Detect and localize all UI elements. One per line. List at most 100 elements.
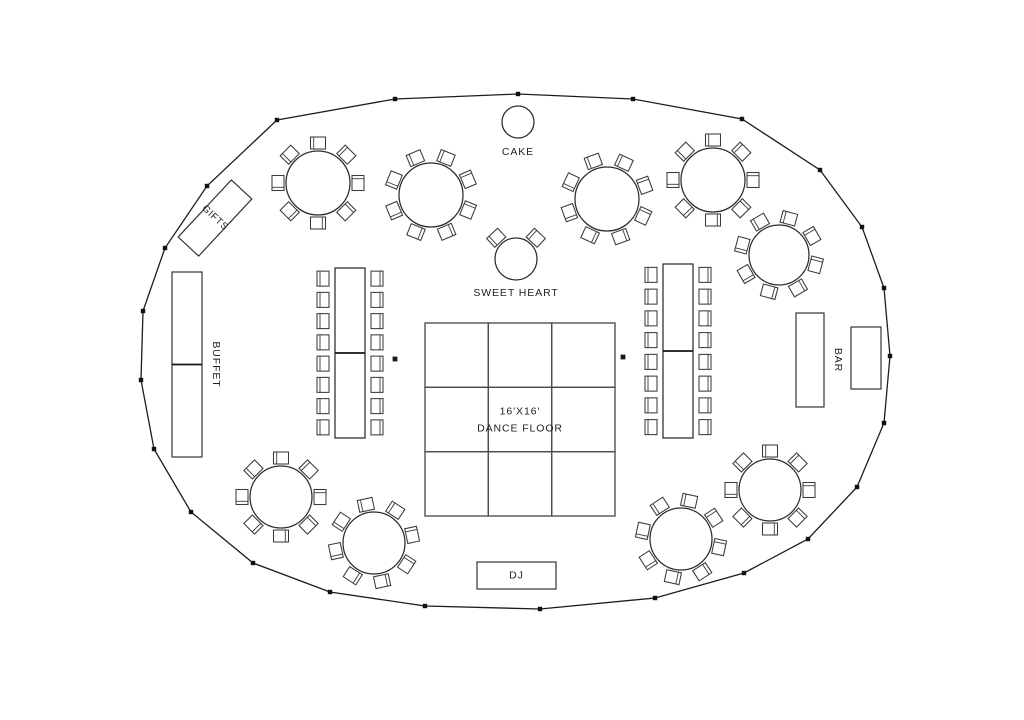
cake-table[interactable] [501, 105, 535, 139]
chair-seat [370, 291, 384, 308]
chair-back [359, 499, 364, 512]
banquet-tables-layer [316, 263, 712, 439]
floor-markers-layer [392, 354, 626, 362]
chair-banquet-left-R2 [370, 313, 384, 330]
chair-seat [730, 141, 752, 163]
chair-t2-0 [436, 148, 456, 167]
round-table-t2[interactable] [384, 148, 478, 242]
entry-right-furniture[interactable] [850, 326, 882, 390]
chair-t5-1 [802, 225, 822, 247]
chair-back [403, 556, 415, 565]
chair-seat [698, 397, 712, 414]
chair-seat [787, 507, 808, 528]
venue-vertex-5 [817, 167, 823, 173]
chair-seat [342, 565, 364, 586]
chair-t9-4 [761, 522, 779, 536]
chair-back [251, 523, 262, 533]
chair-t3-4 [610, 227, 631, 246]
round-table-t7[interactable] [327, 496, 421, 590]
chair-banquet-left-L7 [316, 419, 330, 436]
chair-seat [272, 451, 290, 465]
round-table-t9[interactable] [724, 444, 816, 536]
gifts-rect-group[interactable] [177, 179, 253, 257]
sweet-heart-table[interactable] [485, 227, 547, 281]
dj-rect [476, 561, 557, 590]
chair-t2-1 [458, 169, 477, 190]
chair-back [714, 541, 727, 545]
chair-seat [698, 419, 712, 436]
chair-seat [316, 419, 330, 436]
chair-t7-3 [396, 553, 417, 575]
chair-seat [644, 419, 658, 436]
chair-back [622, 229, 628, 241]
chair-seat [309, 216, 327, 230]
round-table-t1[interactable] [271, 136, 365, 230]
table-top [285, 150, 351, 216]
round-table-t4[interactable] [666, 133, 760, 227]
chair-back [460, 172, 472, 179]
cake-label: CAKE [502, 146, 534, 158]
chair-seat [370, 419, 384, 436]
chair-t8-5 [638, 549, 659, 571]
chair-seat [316, 398, 330, 415]
venue-vertex-14 [537, 606, 543, 612]
chair-seat [370, 355, 384, 372]
sweet-heart-label: SWEET HEART [473, 287, 558, 299]
dj-furniture[interactable] [476, 561, 557, 590]
chair-back [635, 533, 648, 537]
chair-back [735, 247, 748, 252]
chair-t8-4 [663, 569, 683, 586]
chair-back [752, 218, 760, 230]
banquet-table-banquet-right[interactable] [644, 263, 712, 439]
chair-banquet-left-L0 [316, 270, 330, 287]
chair-t5-5 [736, 263, 756, 285]
chair-banquet-left-L2 [316, 313, 330, 330]
banquet-table-banquet-left[interactable] [316, 267, 384, 439]
chair-t1-0 [309, 136, 327, 150]
buffet-furniture[interactable] [171, 271, 203, 458]
dance-floor[interactable] [424, 322, 616, 517]
chair-back [463, 203, 476, 209]
chair-t8-0 [679, 492, 699, 509]
chair-t9-6 [724, 481, 738, 499]
rect-furniture-layer [171, 271, 882, 590]
round-table-t8[interactable] [634, 492, 728, 586]
chair-seat [243, 459, 264, 480]
chair-seat [331, 511, 352, 533]
chair-t2-2 [459, 200, 478, 220]
chair-seat [736, 263, 756, 285]
dance-floor-cell-2-2[interactable] [550, 450, 616, 517]
table-top [738, 458, 802, 522]
chair-back [810, 258, 823, 263]
chair-seat [583, 152, 604, 171]
chair-t1-6 [271, 174, 285, 192]
chair-t4-2 [746, 171, 760, 189]
chair-t8-2 [711, 537, 728, 557]
bar-furniture[interactable] [795, 312, 825, 408]
chair-banquet-right-L2 [644, 310, 658, 327]
table-top [249, 465, 313, 529]
chair-seat [309, 136, 327, 150]
round-table-t3[interactable] [560, 152, 654, 246]
chair-seat [235, 488, 249, 506]
chair-t1-3 [335, 200, 357, 222]
chair-back [344, 203, 354, 213]
chair-banquet-right-L5 [644, 375, 658, 392]
chair-banquet-left-L3 [316, 334, 330, 351]
chair-t7-2 [404, 525, 421, 545]
gifts-table[interactable] [177, 179, 253, 257]
round-table-t6[interactable] [235, 451, 327, 543]
chair-banquet-left-L1 [316, 291, 330, 308]
chair-back [488, 236, 498, 246]
chair-banquet-left-L4 [316, 355, 330, 372]
chair-t6-0 [272, 451, 290, 465]
chair-back [352, 572, 361, 584]
chair-back [645, 560, 656, 568]
chair-t8-7 [649, 496, 671, 517]
chair-back [565, 214, 577, 220]
round-table-t5[interactable] [733, 209, 825, 301]
chair-back [528, 230, 538, 240]
chair-t7-5 [342, 565, 364, 586]
chair-seat [313, 488, 327, 506]
chair-sweet-heart-0 [485, 227, 507, 249]
